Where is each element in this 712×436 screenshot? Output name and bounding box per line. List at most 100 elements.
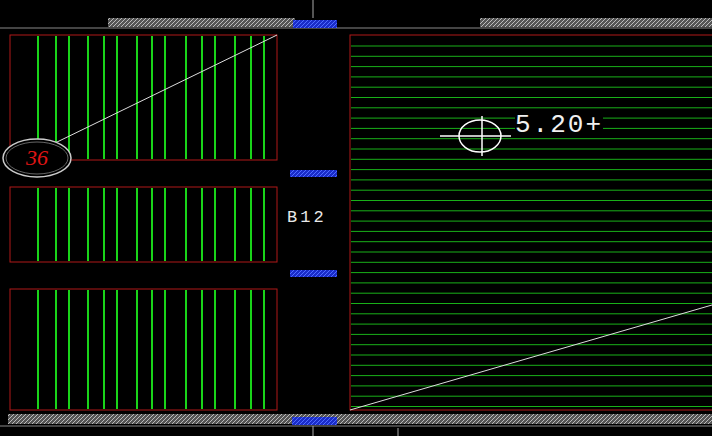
rebar-line bbox=[351, 159, 712, 160]
rebar-line bbox=[351, 66, 712, 67]
rebar-line bbox=[250, 36, 252, 159]
level-symbol bbox=[440, 135, 511, 137]
rebar-line bbox=[87, 188, 89, 261]
rebar-line bbox=[351, 179, 712, 180]
column-mark bbox=[292, 417, 337, 425]
slab-outline bbox=[10, 187, 277, 262]
rebar-line bbox=[351, 87, 712, 88]
left-panels bbox=[10, 35, 277, 410]
rebar-line bbox=[164, 36, 166, 159]
rebar-line bbox=[116, 188, 118, 261]
rebar-line bbox=[234, 290, 236, 409]
rebar-line bbox=[68, 290, 70, 409]
wall-line bbox=[0, 426, 712, 427]
rebar-line bbox=[234, 188, 236, 261]
wall-hatch bbox=[480, 18, 712, 27]
rebar-line bbox=[351, 334, 712, 335]
rebar-line bbox=[351, 76, 712, 77]
rebar-line bbox=[87, 36, 89, 159]
callout-circle: 36 bbox=[2, 138, 72, 178]
wall-hatch bbox=[8, 414, 712, 424]
rebar-line bbox=[351, 46, 712, 47]
rebar-line bbox=[214, 188, 216, 261]
level-value: 5.20+ bbox=[515, 112, 603, 138]
rebar-line bbox=[351, 282, 712, 283]
rebar-line bbox=[55, 188, 57, 261]
rebar-line bbox=[116, 36, 118, 159]
rebar-line bbox=[351, 272, 712, 273]
wall-hatch bbox=[108, 18, 295, 27]
rebar-line bbox=[164, 290, 166, 409]
rebar-line bbox=[151, 36, 153, 159]
rebar-line bbox=[351, 303, 712, 304]
slab-outline bbox=[10, 289, 277, 410]
rebar-line bbox=[201, 188, 203, 261]
rebar-line bbox=[351, 56, 712, 57]
rebar-line bbox=[185, 36, 187, 159]
grid-label: B12 bbox=[287, 209, 327, 226]
axis-line bbox=[398, 428, 399, 436]
slab-outline bbox=[350, 35, 712, 410]
rebar-line bbox=[201, 290, 203, 409]
rebar-line bbox=[136, 188, 138, 261]
rebar-line bbox=[103, 36, 105, 159]
rebar-line bbox=[351, 169, 712, 170]
rebar-line bbox=[214, 290, 216, 409]
diagonal-line bbox=[350, 305, 712, 410]
rebar-line bbox=[351, 344, 712, 345]
rebar-line bbox=[351, 406, 712, 407]
callout-number: 36 bbox=[26, 147, 48, 169]
rebar-line bbox=[351, 221, 712, 222]
right-panel bbox=[350, 35, 712, 410]
rebar-line bbox=[351, 396, 712, 397]
rebar-line bbox=[351, 138, 712, 139]
rebar-line bbox=[263, 36, 265, 159]
rebar-line bbox=[151, 188, 153, 261]
rebar-line bbox=[37, 188, 39, 261]
rebar-line bbox=[351, 241, 712, 242]
column-mark bbox=[293, 20, 337, 28]
rebar-line bbox=[263, 290, 265, 409]
rebar-line bbox=[136, 290, 138, 409]
rebar-line bbox=[164, 188, 166, 261]
rebar-line bbox=[351, 210, 712, 211]
axis-line bbox=[313, 426, 314, 436]
rebar-line bbox=[351, 365, 712, 366]
axis-line bbox=[313, 0, 314, 18]
rebar-line bbox=[351, 293, 712, 294]
rebar-line bbox=[351, 252, 712, 253]
rebar-line bbox=[351, 355, 712, 356]
rebar-line bbox=[37, 290, 39, 409]
rebar-line bbox=[201, 36, 203, 159]
rebar-line bbox=[351, 262, 712, 263]
rebar-line bbox=[234, 36, 236, 159]
leader-line bbox=[55, 35, 277, 143]
rebar-line bbox=[351, 375, 712, 376]
rebar-line bbox=[351, 200, 712, 201]
rebar-line bbox=[185, 188, 187, 261]
rebar-line bbox=[136, 36, 138, 159]
level-symbol bbox=[481, 116, 483, 156]
rebar-line bbox=[351, 324, 712, 325]
column-mark bbox=[290, 170, 337, 177]
wall-line bbox=[0, 28, 712, 29]
rebar-line bbox=[351, 190, 712, 191]
rebar-line bbox=[214, 36, 216, 159]
rebar-line bbox=[151, 290, 153, 409]
rebar-line bbox=[68, 188, 70, 261]
rebar-line bbox=[55, 36, 57, 159]
rebar-line bbox=[351, 149, 712, 150]
rebar-line bbox=[351, 231, 712, 232]
rebar-line bbox=[68, 36, 70, 159]
rebar-line bbox=[55, 290, 57, 409]
rebar-line bbox=[103, 290, 105, 409]
rebar-line bbox=[351, 107, 712, 108]
rebar-line bbox=[250, 188, 252, 261]
rebar-line bbox=[103, 188, 105, 261]
rebar-line bbox=[185, 290, 187, 409]
column-mark bbox=[290, 270, 337, 277]
rebar-line bbox=[87, 290, 89, 409]
rebar-line bbox=[250, 290, 252, 409]
